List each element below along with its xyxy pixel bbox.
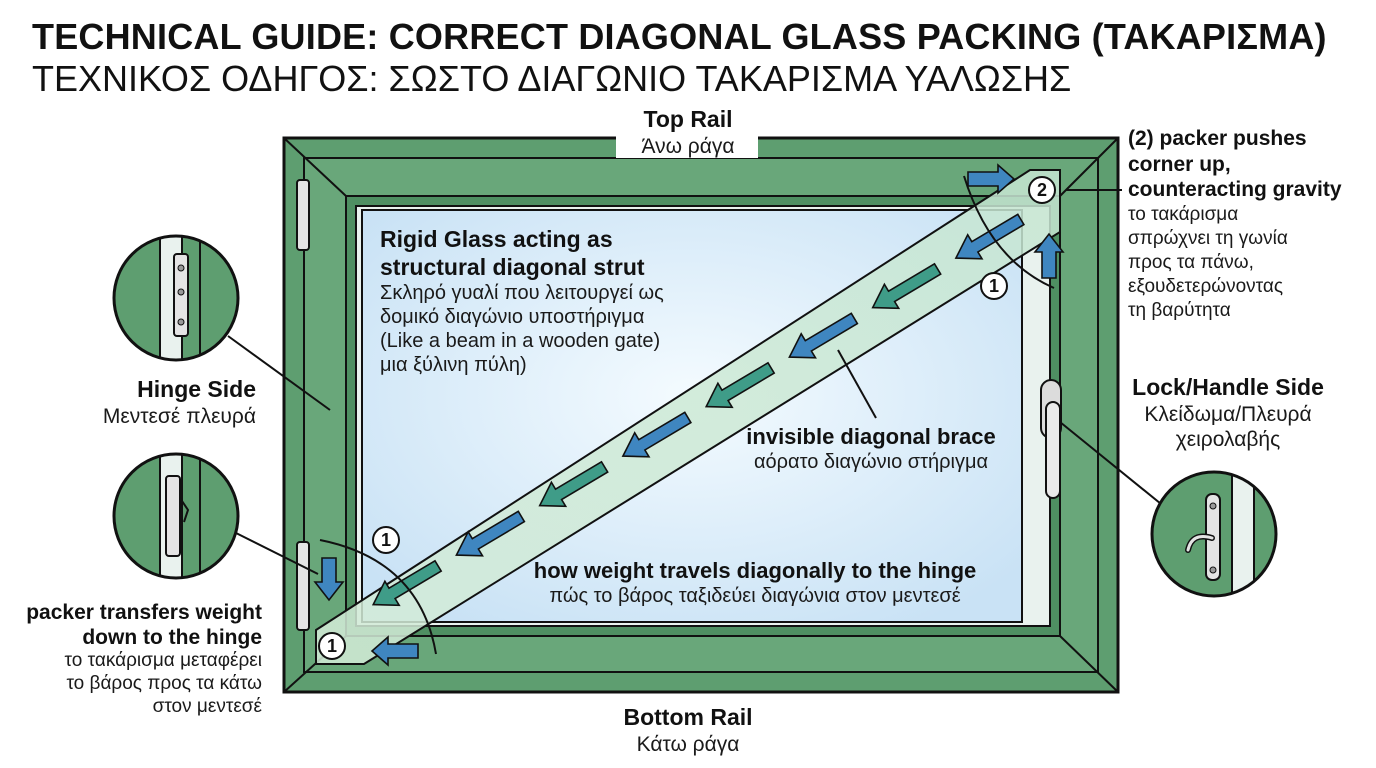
lock-side-gr-2: χειρολαβής: [1175, 427, 1281, 451]
packer-transfers-gr-3: στον μεντεσέ: [152, 695, 262, 717]
rigid-glass-gr-1: Σκληρό γυαλί που λειτουργεί ως: [380, 282, 664, 305]
lock-side-gr-1: Κλείδωμα/Πλευρά: [1144, 402, 1312, 426]
hinge-top: [296, 179, 310, 251]
packer-pushes-en-2: corner up,: [1128, 152, 1231, 176]
bottom-rail-gr: Κάτω ράγα: [636, 732, 740, 756]
window-handle: [1040, 379, 1062, 499]
hinge-side-en: Hinge Side: [137, 376, 256, 402]
packer-pushes-gr-1: το τακάρισμα: [1128, 203, 1239, 225]
top-rail-en: Top Rail: [643, 106, 733, 132]
packer-transfers-gr-1: το τακάρισμα μεταφέρει: [64, 650, 262, 672]
packer-pushes-en-1: (2) packer pushes: [1128, 127, 1307, 150]
hinge-detail-bottom: [112, 452, 240, 580]
handle-detail: [1150, 470, 1278, 598]
force-arrows: [371, 213, 1025, 607]
hinge-detail-top: [112, 234, 240, 362]
packer-pushes-gr-2: σπρώχνει τη γωνία: [1128, 227, 1288, 249]
force-arrow: [704, 361, 776, 409]
lock-side-label: Lock/Handle Side Κλείδωμα/Πλευρά χειρολα…: [1106, 374, 1350, 452]
rigid-glass-note-2: μια ξύλινη πύλη): [380, 354, 527, 377]
force-arrow: [371, 559, 443, 607]
invisible-brace-label: invisible diagonal brace αόρατο διαγώνιο…: [730, 424, 1012, 474]
page-title: TECHNICAL GUIDE: CORRECT DIAGONAL GLASS …: [32, 16, 1327, 57]
packer-transfers-gr-2: το βάρος προς τα κάτω: [66, 673, 262, 695]
packer-transfers-label: packer transfers weight down to the hing…: [8, 600, 262, 719]
hinge-side-label: Hinge Side Μεντεσέ πλευρά: [50, 376, 256, 429]
packer-pushes-en-3: counteracting gravity: [1128, 178, 1342, 202]
top-rail-label-bg: [616, 104, 758, 158]
packer-badge-top-corner: 1: [980, 272, 1008, 300]
rigid-glass-en-2: structural diagonal strut: [380, 253, 645, 280]
packer-pushes-label: (2) packer pushes corner up, counteracti…: [1128, 126, 1342, 323]
bottom-rail-label: Bottom Rail Κάτω ράγα: [598, 704, 778, 757]
packer-pushes-gr-4: εξουδετερώνοντας: [1128, 276, 1284, 298]
leader-lines: [227, 189, 1167, 575]
page-subtitle: ΤΕΧΝΙΚΟΣ ΟΔΗΓΟΣ: ΣΩΣΤΟ ΔΙΑΓΩΝΙΟ ΤΑΚΑΡΙΣΜ…: [32, 58, 1072, 99]
rigid-glass-label: Rigid Glass acting as structural diagona…: [380, 226, 664, 377]
hinge-side-gr: Μεντεσέ πλευρά: [102, 404, 256, 428]
packer-transfers-en-2: down to the hinge: [82, 626, 262, 650]
corner-arcs: [319, 175, 1055, 655]
packer-badge-bottom-mid: 1: [372, 526, 400, 554]
corner-arrows: [313, 163, 1065, 667]
packer-badge-top: 2: [1028, 176, 1056, 204]
invisible-brace-gr: αόρατο διαγώνιο στήριγμα: [753, 451, 989, 474]
rigid-glass-note-1: (Like a beam in a wooden gate): [380, 330, 661, 353]
rigid-glass-gr-2: δομικό διαγώνιο υποστήριγμα: [380, 306, 645, 329]
force-arrow: [954, 213, 1025, 260]
packer-pushes-gr-5: τη βαρύτητα: [1128, 300, 1231, 322]
force-arrow: [871, 262, 942, 310]
rigid-glass-en-1: Rigid Glass acting as: [380, 226, 613, 252]
invisible-brace-en: invisible diagonal brace: [746, 424, 996, 449]
weight-travel-gr: πώς το βάρος ταξιδεύει διαγώνια στον μεν…: [549, 585, 961, 608]
hinge-bottom: [296, 541, 310, 631]
bottom-rail-en: Bottom Rail: [623, 704, 753, 730]
weight-travel-en: how weight travels diagonally to the hin…: [533, 558, 977, 583]
packer-transfers-en-1: packer transfers weight: [26, 601, 262, 624]
lock-side-en: Lock/Handle Side: [1132, 374, 1324, 400]
packer-pushes-gr-3: προς τα πάνω,: [1128, 252, 1254, 274]
top-rail-gr: Άνω ράγα: [641, 134, 735, 158]
packer-badge-bottom-corner: 1: [318, 632, 346, 660]
top-rail-label: Top Rail Άνω ράγα: [620, 106, 756, 159]
force-arrow: [621, 411, 692, 458]
weight-travel-label: how weight travels diagonally to the hin…: [512, 558, 998, 608]
force-arrow: [788, 312, 859, 359]
force-arrow: [455, 510, 526, 557]
force-arrow: [538, 460, 609, 508]
